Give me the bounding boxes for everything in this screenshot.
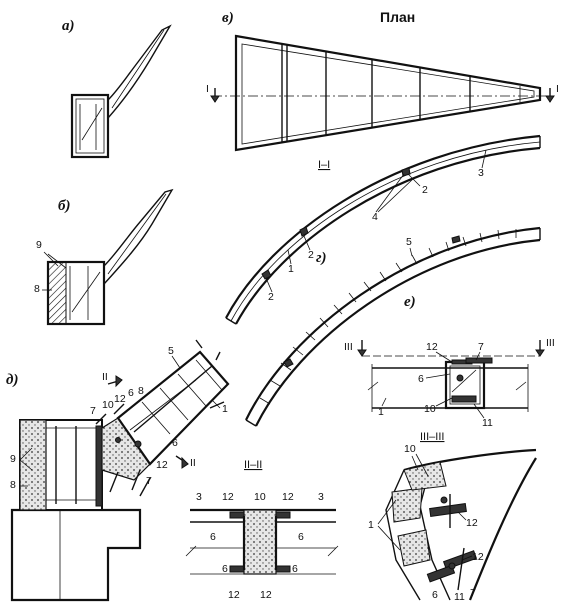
callout-6-s2-c: 6 [222,563,228,575]
label-v: в) [222,10,234,26]
callout-8: 8 [34,283,40,295]
callout-6-d-bottom: 6 [172,437,178,449]
section-1-1-arch: I–I 2 1 2 4 2 3 [225,134,541,325]
callout-3-s2-left: 3 [196,491,202,503]
callout-12-s2-a: 12 [222,491,234,503]
plan-title: План [380,9,415,25]
section-2-title: II–II [244,459,262,471]
callout-12-s3-a: 12 [466,517,478,529]
callout-7-d-top: 7 [90,405,96,417]
callout-5-d: 5 [168,345,174,357]
section-mark-3-left: III [344,341,353,353]
callout-1-e: 1 [378,406,384,418]
callout-11-e: 11 [482,417,493,429]
detail-v-plan: в) План I I [206,9,559,152]
detail-a: а) [62,18,172,159]
label-d: д) [6,372,18,388]
callout-6-s2-a: 6 [210,531,216,543]
detail-d-support: д) [6,339,230,602]
callout-3: 3 [478,167,484,179]
callout-10-e: 10 [424,403,436,415]
section-mark-3-right: III [546,337,555,349]
section-3-3: III–III 10 1 12 12 6 11 7 [368,431,537,603]
section-mark-2-top: II [102,371,108,383]
callout-7-d-bottom: 7 [146,475,152,487]
callout-1-d: 1 [222,403,228,415]
callout-6-s2-d: 6 [292,563,298,575]
callout-6-s2-b: 6 [298,531,304,543]
joint-fill [243,509,277,575]
plan-outline [234,34,542,152]
callout-12-e: 12 [426,341,438,353]
detail-a-arm [107,24,172,119]
column [10,508,142,602]
callout-1-a: 1 [288,263,294,275]
callout-10-s2: 10 [254,491,266,503]
callout-7-e: 7 [478,341,484,353]
callout-2-b: 2 [308,249,314,261]
label-a: а) [62,18,75,34]
arch-outer [225,134,541,319]
section-mark-1-right: I [556,83,559,95]
callout-12-s2-d: 12 [260,589,272,601]
girder-end [116,350,230,466]
arch-g-outer [245,226,541,421]
detail-a-block [70,93,110,159]
callout-5-arch: 5 [406,236,412,248]
callout-10-s3: 10 [404,443,416,455]
callout-2-a: 2 [268,291,274,303]
detail-b-arm [103,188,174,285]
callout-6-d-top: 6 [128,387,134,399]
label-g: г) [316,250,327,266]
callout-9-d: 9 [10,453,16,465]
arch-g-inner [255,238,541,427]
detail-g-arch: г) е) 5 [245,226,541,427]
callout-1-s3: 1 [368,519,374,531]
section-mark-1-left: I [206,83,209,95]
callout-8-d-top: 8 [138,385,144,397]
callout-6-e: 6 [418,373,424,385]
callout-12-s2-c: 12 [228,589,240,601]
label-b: б) [58,198,70,214]
callout-12-d-top: 12 [114,393,126,405]
detail-b: б) 9 8 [34,188,174,326]
callout-12-s3-b: 12 [472,551,484,563]
callout-9: 9 [36,239,42,251]
callout-4: 4 [372,211,378,223]
section-3-title: III–III [420,431,444,443]
section-1-title: I–I [318,159,330,171]
callout-2-c: 2 [422,184,428,196]
section-mark-2-bottom: II [190,457,196,469]
callout-7-s3: 7 [470,587,476,599]
s3-slab [385,469,421,601]
arch-inner [235,146,541,325]
callout-6-s3: 6 [432,589,438,601]
callout-10-d: 10 [102,399,114,411]
label-e: е) [404,294,416,310]
callout-8-d: 8 [10,479,16,491]
callout-11-s3: 11 [454,591,465,603]
callout-12-d-bottom: 12 [156,459,168,471]
detail-e-joint: III III 12 7 6 1 10 11 [344,337,555,429]
callout-3-s2-right: 3 [318,491,324,503]
section-2-2: II–II 3 12 10 12 3 6 6 6 6 12 12 [185,459,339,601]
callout-12-s2-b: 12 [282,491,294,503]
